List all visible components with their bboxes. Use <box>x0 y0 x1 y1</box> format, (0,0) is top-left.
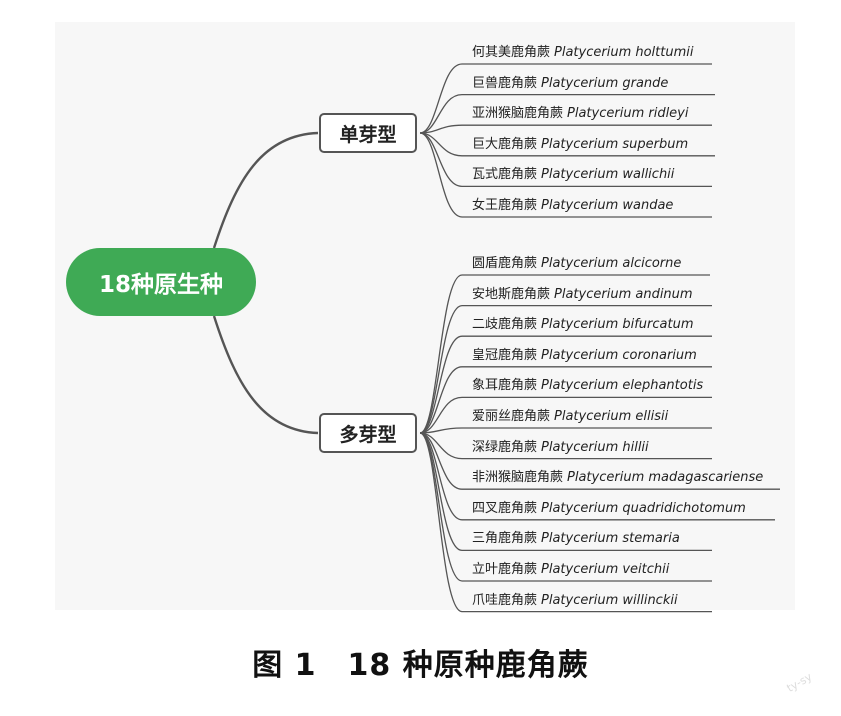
connector-branch-to-species <box>419 396 712 434</box>
species-latin-name: Platycerium alcicorne <box>541 256 682 271</box>
species-common-name: 立叶鹿角蕨 <box>472 562 538 577</box>
branch-node-single-bud: 单芽型 <box>319 113 417 153</box>
root-node: 18种原生种 <box>66 248 256 316</box>
connector-branch-to-species <box>419 335 712 434</box>
species-common-name: 亚洲猴脑鹿角蕨 <box>472 106 564 122</box>
connector-branch-to-species <box>419 93 715 134</box>
mindmap-background <box>55 22 795 610</box>
species-latin-name: Platycerium wallichii <box>541 167 675 183</box>
species-latin-name: Platycerium grande <box>541 75 669 91</box>
connector-branch-to-species <box>419 63 712 134</box>
species-latin-name: Platycerium willinckii <box>541 592 678 608</box>
species-common-name: 四叉鹿角蕨 <box>472 500 538 516</box>
species-common-name: 皇冠鹿角蕨 <box>472 347 538 363</box>
species-latin-name: Platycerium holttumii <box>554 45 694 60</box>
species-latin-name: Platycerium ridleyi <box>567 106 689 122</box>
connector-root-to-single-bud <box>212 131 319 249</box>
figure-caption: 图 1 18 种原种鹿角蕨 <box>252 648 589 683</box>
branch-node-multi-bud: 多芽型 <box>319 413 417 453</box>
species-latin-name: Platycerium coronarium <box>541 347 697 363</box>
species-common-name: 安地斯鹿角蕨 <box>472 286 551 302</box>
species-latin-name: Platycerium ellisii <box>554 409 669 424</box>
species-common-name: 女王鹿角蕨 <box>472 198 538 213</box>
species-latin-name: Platycerium veitchii <box>541 562 670 577</box>
species-common-name: 何其美鹿角蕨 <box>472 45 551 60</box>
species-latin-name: Platycerium elephantotis <box>541 378 704 394</box>
species-common-name: 巨大鹿角蕨 <box>472 136 538 152</box>
species-common-name: 爱丽丝鹿角蕨 <box>472 409 551 424</box>
species-latin-name: Platycerium hillii <box>541 439 649 455</box>
species-common-name: 瓦式鹿角蕨 <box>472 167 538 183</box>
connector-branch-to-species <box>419 132 712 188</box>
connector-branch-to-species <box>419 304 712 434</box>
species-common-name: 二歧鹿角蕨 <box>472 317 538 333</box>
connector-branch-to-species <box>419 132 712 218</box>
connector-branch-to-species <box>419 124 712 134</box>
species-latin-name: Platycerium madagascariense <box>567 470 764 486</box>
species-common-name: 深绿鹿角蕨 <box>472 439 538 455</box>
species-common-name: 非洲猴脑鹿角蕨 <box>472 470 564 486</box>
species-common-name: 三角鹿角蕨 <box>472 531 538 547</box>
species-latin-name: Platycerium stemaria <box>541 531 680 547</box>
species-latin-name: Platycerium bifurcatum <box>541 317 694 333</box>
species-latin-name: Platycerium andinum <box>554 286 693 302</box>
connector-branch-to-species <box>419 366 712 434</box>
connector-branch-to-species <box>419 432 712 613</box>
connector-root-to-multi-bud <box>212 315 319 435</box>
species-common-name: 爪哇鹿角蕨 <box>472 592 538 608</box>
connector-branch-to-species <box>419 432 780 490</box>
connector-branch-to-species <box>419 132 715 157</box>
species-common-name: 圆盾鹿角蕨 <box>472 256 538 271</box>
species-latin-name: Platycerium quadridichotomum <box>541 500 746 516</box>
species-latin-name: Platycerium wandae <box>541 198 674 213</box>
connector-branch-to-species <box>419 432 712 460</box>
species-common-name: 巨兽鹿角蕨 <box>472 75 538 91</box>
species-common-name: 象耳鹿角蕨 <box>472 378 538 394</box>
species-latin-name: Platycerium superbum <box>541 136 689 152</box>
connector-branch-to-species <box>419 427 712 434</box>
